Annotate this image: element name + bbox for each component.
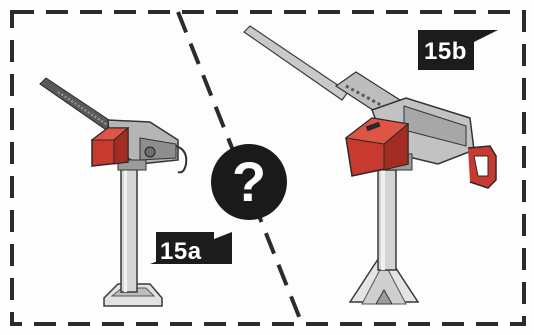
option-b-label[interactable]: 15b (424, 38, 467, 66)
left-gun-icon (40, 78, 186, 306)
option-a-label[interactable]: 15a (160, 238, 202, 266)
question-mark-label: ? (211, 147, 287, 217)
